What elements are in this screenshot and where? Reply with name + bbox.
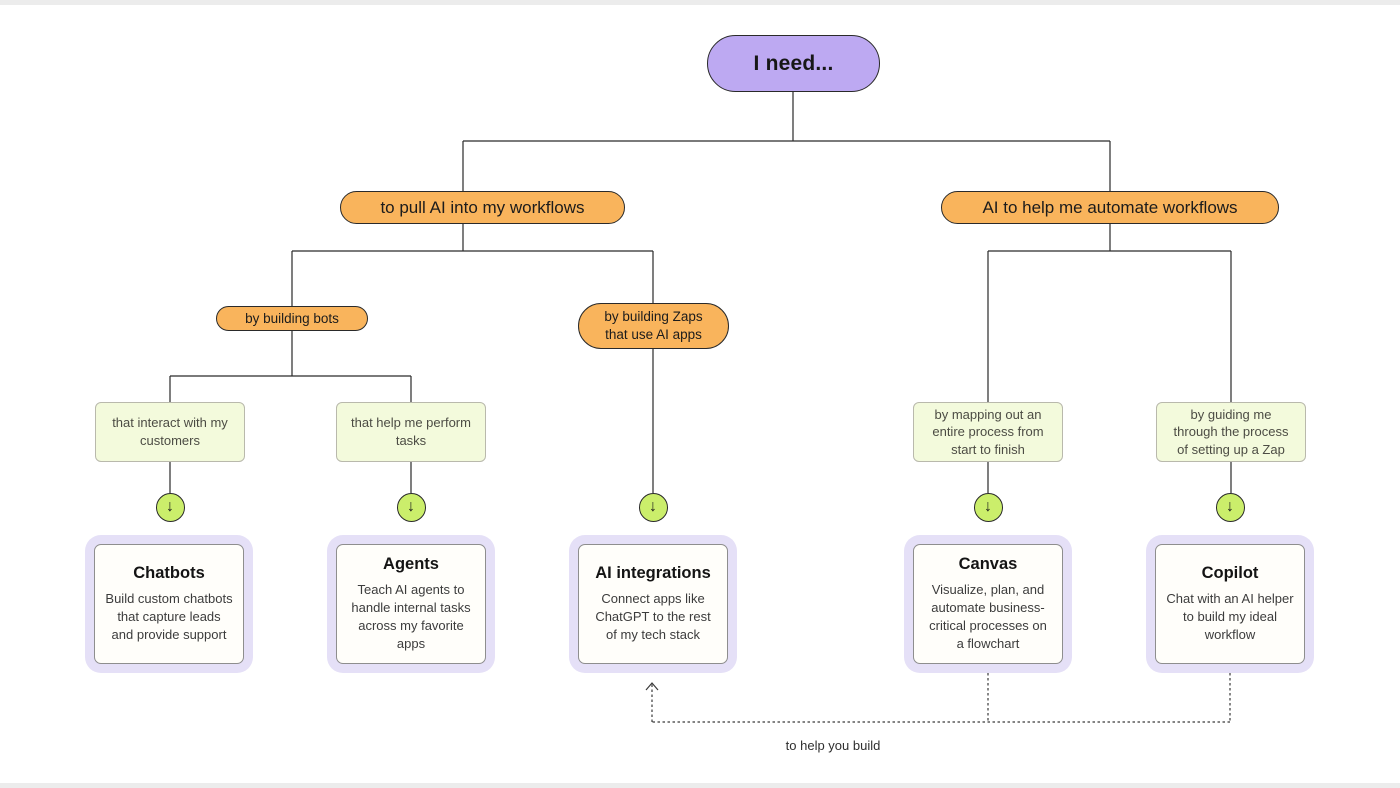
card-description: Connect apps like ChatGPT to the rest of… xyxy=(595,591,711,642)
node-branch-pull-ai: to pull AI into my workflows xyxy=(340,191,625,224)
node-method-bots-label: by building bots xyxy=(245,310,339,326)
card-copilot-body: Copilot Chat with an AI helper to build … xyxy=(1155,544,1305,664)
card-agents: Agents Teach AI agents to handle interna… xyxy=(327,535,495,673)
down-arrow-icon: ↓ xyxy=(155,492,185,522)
dashed-arrowhead-icon xyxy=(645,682,659,691)
card-ai-integrations: AI integrations Connect apps like ChatGP… xyxy=(569,535,737,673)
node-condition-guiding-label: by guiding me through the process of set… xyxy=(1173,406,1289,457)
card-title: Agents xyxy=(383,555,439,574)
node-condition-mapping-label: by mapping out an entire process from st… xyxy=(932,406,1044,457)
node-condition-mapping: by mapping out an entire process from st… xyxy=(913,402,1063,462)
dashed-connector-label: to help you build xyxy=(785,738,881,753)
down-arrow-glyph: ↓ xyxy=(166,498,174,515)
card-description: Chat with an AI helper to build my ideal… xyxy=(1166,591,1294,642)
card-copilot: Copilot Chat with an AI helper to build … xyxy=(1146,535,1314,673)
solid-connectors xyxy=(169,92,1232,493)
card-title: Copilot xyxy=(1201,564,1259,583)
node-root-label: I need... xyxy=(753,51,834,75)
card-description: Build custom chatbots that capture leads… xyxy=(105,591,233,642)
card-title: Canvas xyxy=(958,555,1018,574)
dashed-connectors xyxy=(651,673,1231,723)
card-title: Chatbots xyxy=(133,564,205,583)
node-branch-pull-ai-label: to pull AI into my workflows xyxy=(380,197,585,217)
node-root: I need... xyxy=(707,35,880,92)
node-branch-automate: AI to help me automate workflows xyxy=(941,191,1279,224)
node-method-zaps: by building Zaps that use AI apps xyxy=(578,303,729,349)
card-canvas: Canvas Visualize, plan, and automate bus… xyxy=(904,535,1072,673)
down-arrow-glyph: ↓ xyxy=(1226,498,1234,515)
node-condition-guiding: by guiding me through the process of set… xyxy=(1156,402,1306,462)
node-condition-tasks-label: that help me perform tasks xyxy=(351,415,471,448)
card-description: Visualize, plan, and automate business-c… xyxy=(929,582,1047,651)
down-arrow-icon: ↓ xyxy=(1215,492,1245,522)
down-arrow-icon: ↓ xyxy=(973,492,1003,522)
down-arrow-icon: ↓ xyxy=(638,492,668,522)
card-title: AI integrations xyxy=(595,564,711,583)
node-condition-customers-label: that interact with my customers xyxy=(112,415,228,448)
bottom-edge-bar xyxy=(0,783,1400,788)
card-chatbots-body: Chatbots Build custom chatbots that capt… xyxy=(94,544,244,664)
node-branch-automate-label: AI to help me automate workflows xyxy=(982,197,1238,217)
top-edge-bar xyxy=(0,0,1400,5)
down-arrow-icon: ↓ xyxy=(396,492,426,522)
card-agents-body: Agents Teach AI agents to handle interna… xyxy=(336,544,486,664)
down-arrow-glyph: ↓ xyxy=(407,498,415,515)
card-chatbots: Chatbots Build custom chatbots that capt… xyxy=(85,535,253,673)
down-arrow-glyph: ↓ xyxy=(649,498,657,515)
card-description: Teach AI agents to handle internal tasks… xyxy=(351,582,471,651)
card-canvas-body: Canvas Visualize, plan, and automate bus… xyxy=(913,544,1063,664)
card-ai-integrations-body: AI integrations Connect apps like ChatGP… xyxy=(578,544,728,664)
node-method-zaps-label: by building Zaps that use AI apps xyxy=(604,309,703,342)
node-method-bots: by building bots xyxy=(216,306,368,331)
down-arrow-glyph: ↓ xyxy=(984,498,992,515)
node-condition-tasks: that help me perform tasks xyxy=(336,402,486,462)
node-condition-customers: that interact with my customers xyxy=(95,402,245,462)
